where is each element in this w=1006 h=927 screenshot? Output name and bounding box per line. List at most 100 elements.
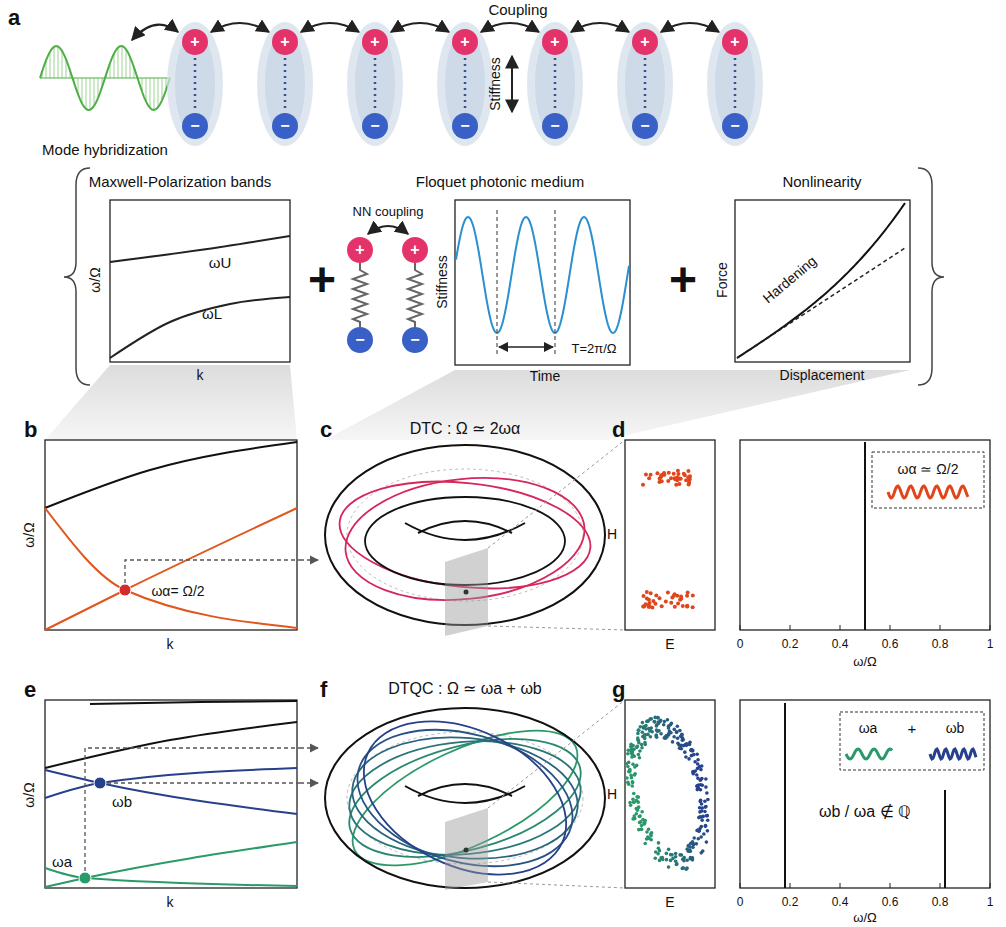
phase-point [652, 720, 656, 724]
dashed-arrow [300, 747, 318, 748]
plot-frame [625, 700, 715, 888]
phase-point [704, 825, 708, 829]
wave-hatch [150, 78, 151, 108]
phase-point [659, 732, 663, 736]
phase-point [678, 729, 682, 733]
phase-point [683, 473, 687, 477]
point-label: ωa [52, 854, 72, 871]
charge-cloud [265, 32, 305, 136]
band-curve [110, 297, 290, 358]
phase-point [676, 601, 680, 605]
dipole-dots [644, 58, 647, 110]
phase-point [686, 591, 690, 595]
phase-point [704, 805, 708, 809]
plot-frame [735, 200, 910, 362]
charge-cloud [445, 32, 485, 136]
tick-label: 0.8 [932, 638, 949, 651]
phase-point [656, 729, 660, 733]
phase-point [625, 762, 629, 766]
charge-sign: + [280, 33, 289, 51]
guide-line [85, 748, 300, 878]
charge-sign: + [370, 33, 379, 51]
phase-point [637, 753, 641, 757]
phase-point [645, 837, 649, 841]
phase-point [673, 605, 677, 609]
phase-point [637, 728, 641, 732]
phase-point [638, 756, 642, 760]
plot-frame [110, 200, 290, 362]
phase-point [638, 821, 642, 825]
period-marker [497, 210, 498, 355]
axis-label: ω/Ω [853, 655, 876, 669]
positive-charge [182, 29, 208, 55]
stiffness-wave [456, 217, 629, 333]
coupling-arrow [132, 25, 178, 40]
phase-point [683, 750, 687, 754]
phase-point [638, 814, 642, 818]
phase-point [666, 479, 670, 483]
phase-point [675, 594, 679, 598]
phase-point [626, 781, 630, 785]
phase-point [633, 773, 637, 777]
phase-point [689, 748, 693, 752]
light-wave [40, 46, 170, 110]
phase-point [653, 720, 657, 724]
phase-point [631, 817, 635, 821]
phase-point [669, 853, 673, 857]
guide-line [100, 782, 300, 783]
phase-point [675, 730, 679, 734]
phase-point [654, 733, 658, 737]
figure-panel: Nonlinearity [720, 170, 925, 370]
negative-charge [182, 113, 208, 139]
axis-label: E [665, 895, 674, 910]
phase-point [631, 763, 635, 767]
wave-axis [40, 78, 170, 79]
phase-point [675, 863, 679, 867]
phase-point [699, 788, 703, 792]
phase-point [640, 743, 644, 747]
phase-point [678, 746, 682, 750]
charge-cloud [355, 32, 395, 136]
panel-letter: b [24, 418, 37, 442]
wave-hatch [86, 78, 87, 109]
phase-point [695, 784, 699, 788]
plot-frame [45, 700, 297, 888]
figure-panel: g [610, 676, 998, 896]
phase-point [647, 605, 651, 609]
tick-label: 0 [737, 896, 744, 909]
phase-point [655, 724, 659, 728]
negative-charge [402, 327, 428, 353]
crossing-point [94, 777, 106, 789]
axis-label: Displacement [780, 368, 865, 383]
phase-point [636, 736, 640, 740]
negative-charge [362, 113, 388, 139]
phase-point [640, 827, 644, 831]
charge-cloud [535, 32, 575, 136]
ratio-label: ωb / ωa ∉ ℚ [819, 803, 911, 821]
phase-point [706, 798, 710, 802]
phase-point [632, 792, 636, 796]
coupling-arrow [301, 23, 359, 32]
axis-label: k [167, 637, 174, 652]
phase-point [688, 848, 692, 852]
phase-point [691, 594, 695, 598]
phase-point [655, 471, 659, 475]
phase-point [685, 858, 689, 862]
wave-hatch [50, 52, 51, 78]
dashed-arrow [300, 559, 318, 560]
wave-hatch [126, 49, 127, 78]
wave-hatch [54, 47, 55, 78]
panel-title: DTC : Ω ≃ 2ωα [410, 420, 521, 438]
phase-point [653, 602, 657, 606]
phase-point [700, 802, 704, 806]
wave-hatch [146, 78, 147, 101]
panel-title: DTQC : Ω ≃ ωa + ωb [388, 680, 542, 698]
linear-reference [737, 248, 905, 358]
tick-label: 0.8 [932, 896, 949, 909]
phase-point [673, 476, 677, 480]
figure-panel: fDTQC : Ω ≃ ωa + ωb [318, 676, 608, 894]
phase-point [685, 604, 689, 608]
phase-point [628, 770, 632, 774]
dipole-dots [734, 58, 737, 110]
